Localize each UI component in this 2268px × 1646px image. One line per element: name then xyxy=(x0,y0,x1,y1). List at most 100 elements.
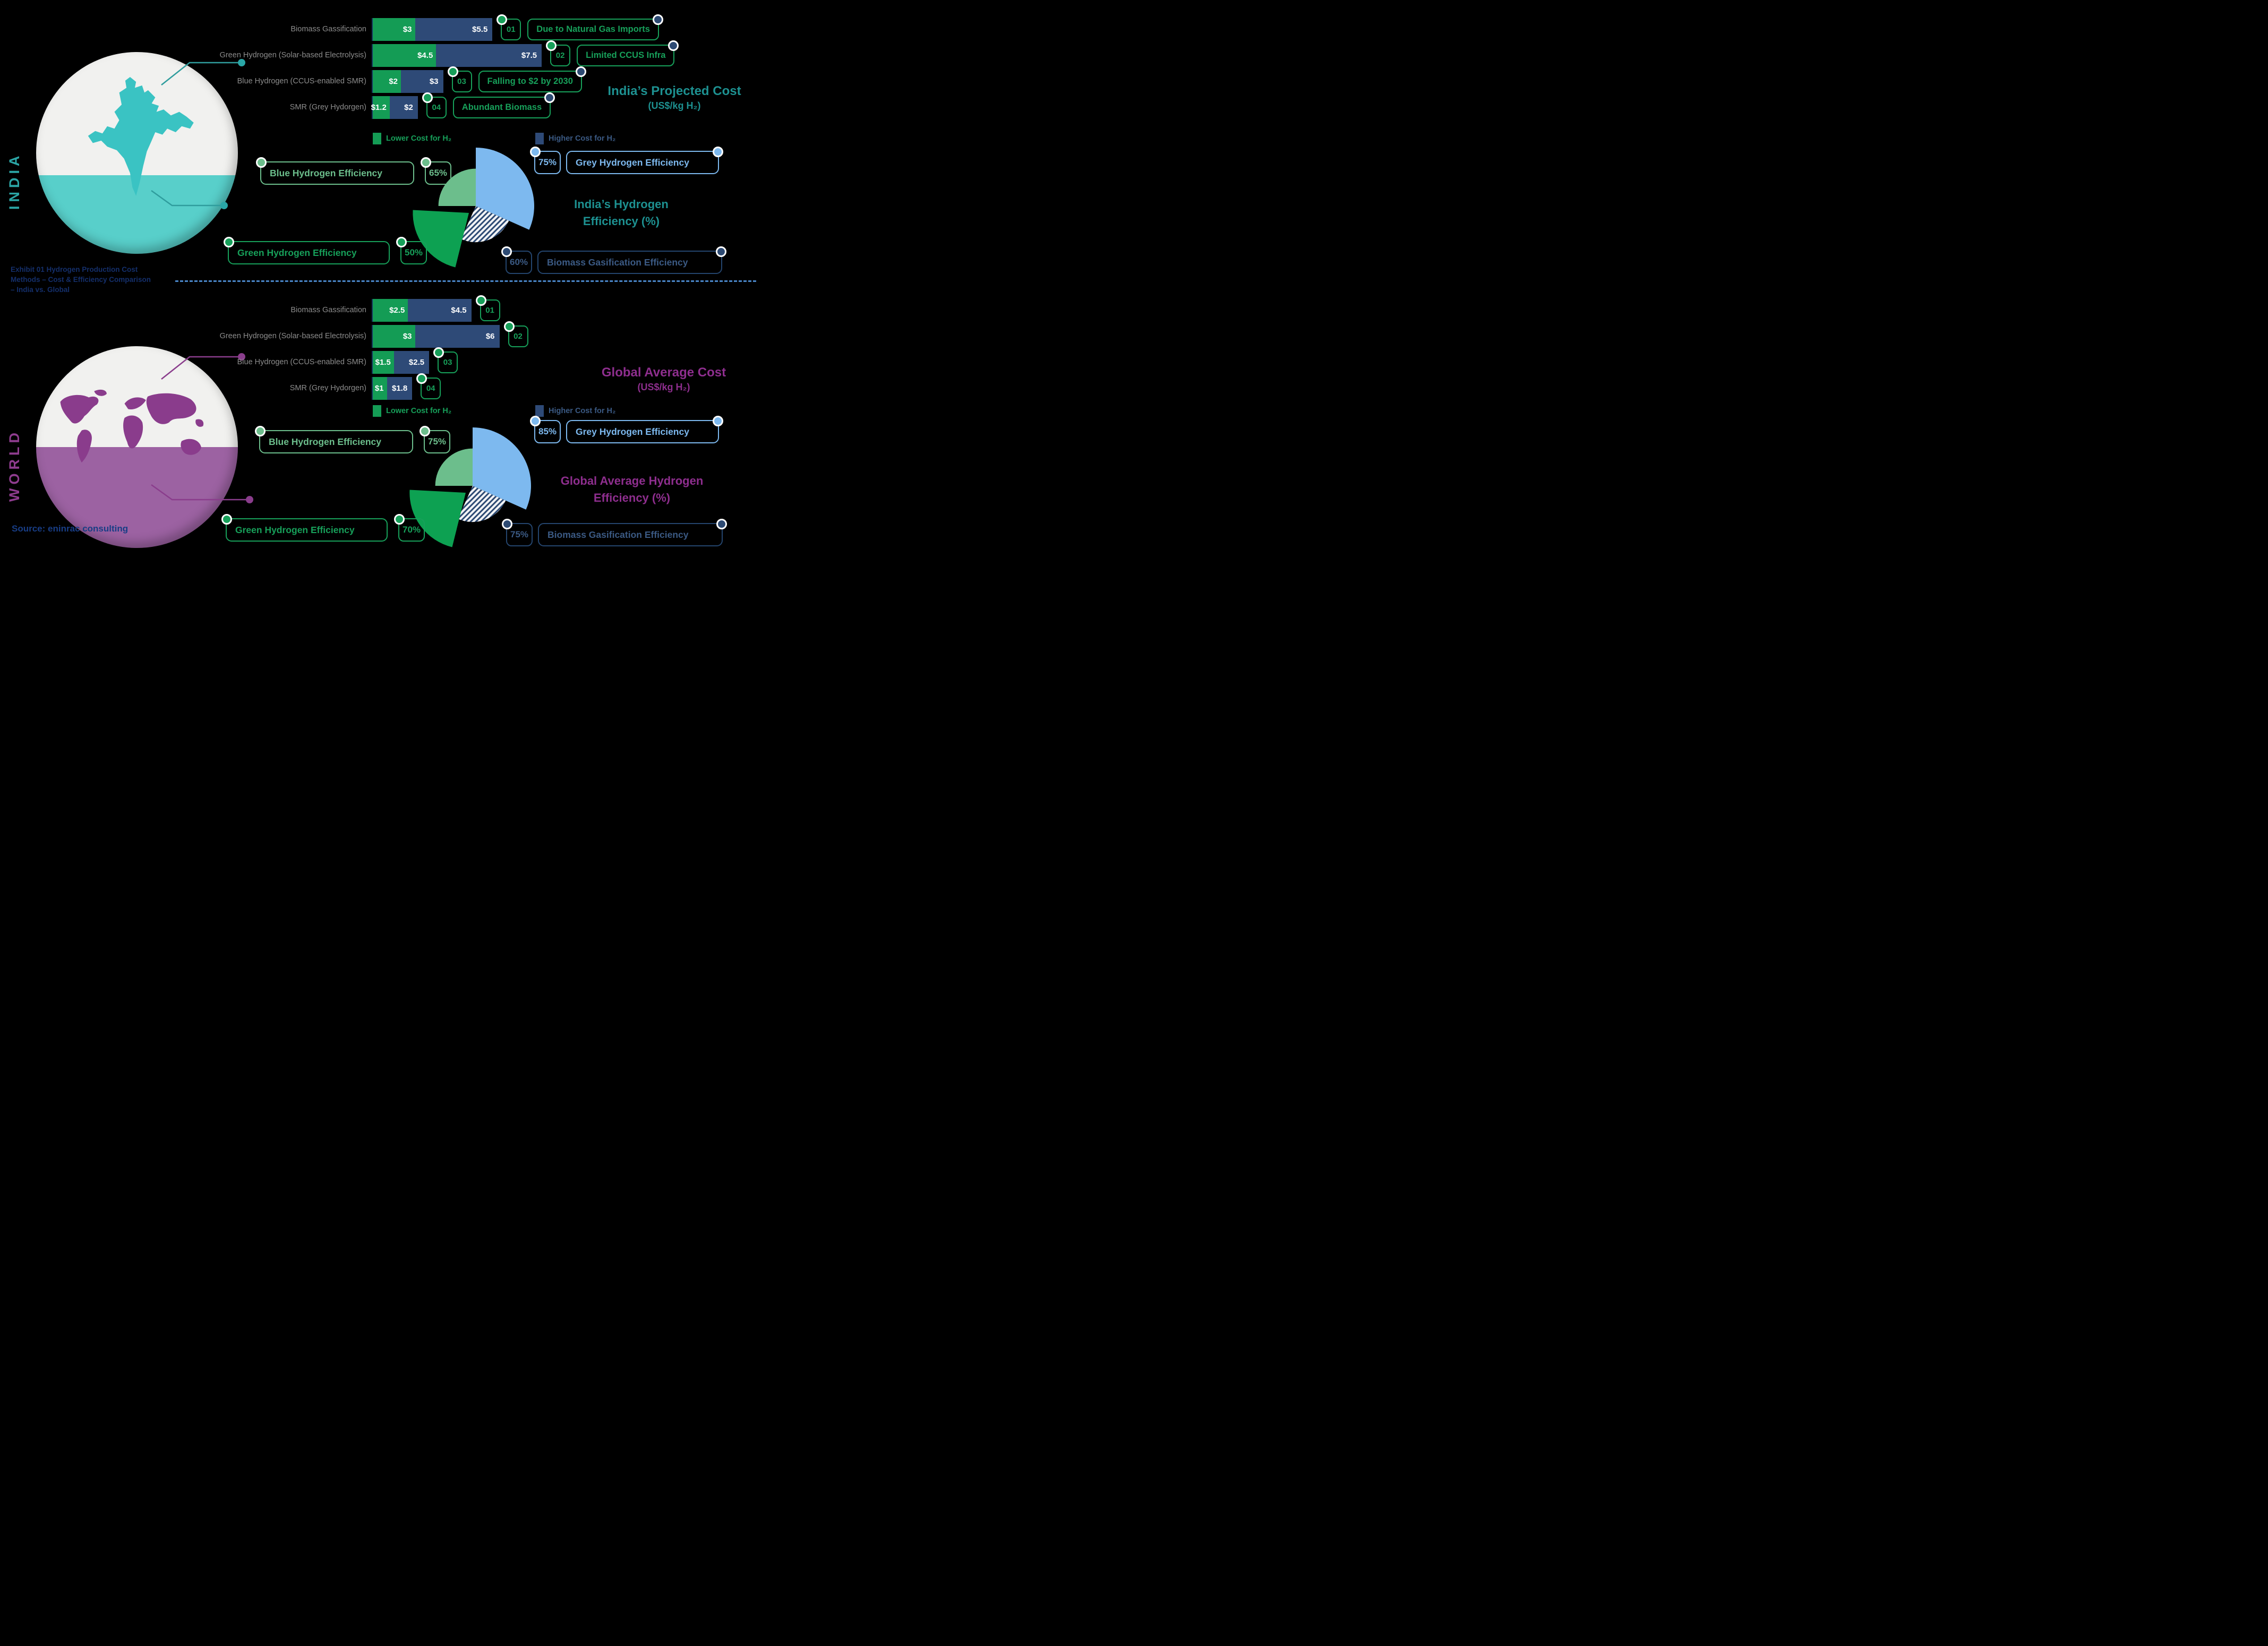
grey-hydrogen-efficiency-label: Grey Hydrogen Efficiency xyxy=(566,416,723,443)
biomass-efficiency-value: 60% xyxy=(501,246,532,274)
infographic-canvas: INDIA Biomass Gassification $3 $5.5 01 D… xyxy=(0,0,756,548)
bar-segment-higher: $7.5 xyxy=(436,44,542,67)
bar-segment-lower: $3 xyxy=(373,325,415,348)
world-cost-title: Global Average Cost (US$/kg H₂) xyxy=(601,365,726,392)
bar-row: Biomass Gassification $2.5 $4.5 01 xyxy=(207,295,749,322)
india-map-icon xyxy=(88,77,194,196)
grey-hydrogen-efficiency-label: Grey Hydrogen Efficiency xyxy=(566,147,723,174)
bar-category-label: Blue Hydrogen (CCUS-enabled SMR) xyxy=(237,357,366,366)
world-connector-bottom xyxy=(151,484,253,503)
world-cost-bar-chart: Biomass Gassification $2.5 $4.5 01 Green… xyxy=(207,295,749,403)
connector-dot-icon xyxy=(246,496,253,503)
bar-category-label: Biomass Gassification xyxy=(290,305,366,314)
blue-hydrogen-efficiency-value: 75% xyxy=(420,426,450,453)
india-cost-title: India’s Projected Cost (US$/kg H₂) xyxy=(607,84,741,111)
bar-segment-lower: $4.5 xyxy=(373,44,437,67)
bar-track: $2.5 $4.5 01 xyxy=(372,295,500,322)
legend-lower-cost: Lower Cost for H₂ xyxy=(373,405,451,417)
bar-row: Blue Hydrogen (CCUS-enabled SMR) $2 $3 0… xyxy=(207,66,749,93)
source-credit: Source: eninrac consulting xyxy=(12,524,129,534)
world-efficiency-title: Global Average Hydrogen Efficiency (%) xyxy=(560,474,704,504)
grey-hydrogen-efficiency-value: 75% xyxy=(530,147,561,174)
india-efficiency-rose-chart xyxy=(413,148,534,268)
world-globe xyxy=(36,346,238,548)
grey-hydrogen-efficiency-value: 85% xyxy=(530,416,561,443)
blue-hydrogen-efficiency-value: 65% xyxy=(421,157,451,185)
marker-dot-icon xyxy=(716,246,726,257)
bar-track: $3 $5.5 01 Due to Natural Gas Imports xyxy=(372,14,663,41)
callout-dot-icon xyxy=(544,92,555,103)
marker-dot-icon xyxy=(530,147,541,157)
rose-wedge-grey-hydrogen xyxy=(473,427,531,510)
bar-segment-higher: $6 xyxy=(415,325,500,348)
step-badge: 03 xyxy=(433,347,458,373)
legend-higher-cost: Higher Cost for H₂ xyxy=(535,405,615,417)
biomass-efficiency-value: 75% xyxy=(502,519,533,546)
step-badge: 03 xyxy=(447,66,472,92)
callout-dot-icon xyxy=(668,40,679,51)
badge-dot-icon xyxy=(503,321,515,332)
marker-dot-icon xyxy=(420,426,430,436)
bar-row: Biomass Gassification $3 $5.5 01 Due to … xyxy=(207,14,749,41)
marker-dot-icon xyxy=(421,157,431,168)
marker-dot-icon xyxy=(255,426,266,436)
legend-swatch-green-icon xyxy=(373,133,381,144)
bar-track: $2 $3 03 Falling to $2 by 2030 xyxy=(372,66,586,93)
bar-segment-lower: $1.2 xyxy=(371,96,390,119)
bar-category-label: SMR (Grey Hydorgen) xyxy=(289,102,366,112)
india-connector-bottom xyxy=(151,190,228,209)
legend-swatch-navy-icon xyxy=(535,405,544,417)
section-divider xyxy=(175,280,756,282)
green-hydrogen-efficiency-value: 50% xyxy=(396,237,427,264)
marker-dot-icon xyxy=(224,237,234,247)
legend-swatch-navy-icon xyxy=(535,133,544,144)
blue-hydrogen-efficiency-label: Blue Hydrogen Efficiency xyxy=(255,426,413,453)
india-cost-bar-chart: Biomass Gassification $3 $5.5 01 Due to … xyxy=(207,14,749,122)
marker-dot-icon xyxy=(716,519,727,529)
badge-dot-icon xyxy=(497,14,508,25)
marker-dot-icon xyxy=(394,514,405,525)
rose-wedge-blue-hydrogen xyxy=(438,168,476,206)
callout-dot-icon xyxy=(575,66,586,77)
blue-hydrogen-efficiency-label: Blue Hydrogen Efficiency xyxy=(256,157,414,185)
bar-segment-lower: $2 xyxy=(373,70,401,93)
bar-segment-higher: $4.5 xyxy=(408,299,472,322)
marker-dot-icon xyxy=(530,416,541,426)
bar-segment-higher: $3 xyxy=(401,70,443,93)
rose-wedge-blue-hydrogen xyxy=(435,448,473,486)
badge-dot-icon xyxy=(475,295,486,306)
step-badge: 02 xyxy=(546,40,571,66)
bar-segment-lower: $3 xyxy=(373,18,415,41)
connector-dot-icon xyxy=(238,59,245,66)
connector-dot-icon xyxy=(238,353,245,361)
badge-dot-icon xyxy=(546,40,557,51)
bar-segment-lower: $1.5 xyxy=(373,351,394,374)
region-label-world: WORLD xyxy=(6,429,22,502)
exhibit-note: Exhibit 01 Hydrogen Production Cost Meth… xyxy=(11,265,151,294)
rose-wedge-green-hydrogen xyxy=(413,210,469,268)
bar-callout: Abundant Biomass xyxy=(452,92,555,118)
bar-callout: Limited CCUS Infra xyxy=(577,40,679,66)
legend-higher-cost: Higher Cost for H₂ xyxy=(535,133,615,144)
bar-track: $1.5 $2.5 03 xyxy=(372,347,458,374)
rose-wedge-biomass-gasification xyxy=(458,486,506,522)
bar-category-label: Green Hydrogen (Solar-based Electrolysis… xyxy=(219,331,366,340)
rose-wedge-grey-hydrogen xyxy=(476,148,534,230)
marker-dot-icon xyxy=(221,514,232,525)
marker-dot-icon xyxy=(713,416,723,426)
bar-track: $1.2 $2 04 Abundant Biomass xyxy=(371,92,555,119)
bar-callout: Due to Natural Gas Imports xyxy=(527,14,663,40)
bar-row: SMR (Grey Hydorgen) $1.2 $2 04 Abundant … xyxy=(207,92,749,119)
bar-track: $1 $1.8 04 xyxy=(372,373,441,400)
bar-category-label: Biomass Gassification xyxy=(290,24,366,33)
bar-track: $3 $6 02 xyxy=(372,321,528,348)
callout-dot-icon xyxy=(652,14,663,25)
step-badge: 02 xyxy=(503,321,528,347)
legend-swatch-green-icon xyxy=(373,405,381,417)
world-map-icon xyxy=(60,389,204,463)
bar-segment-higher: $1.8 xyxy=(387,377,413,400)
bar-row: Green Hydrogen (Solar-based Electrolysis… xyxy=(207,40,749,67)
world-connector-top xyxy=(161,353,245,380)
marker-dot-icon xyxy=(713,147,723,157)
badge-dot-icon xyxy=(447,66,458,77)
